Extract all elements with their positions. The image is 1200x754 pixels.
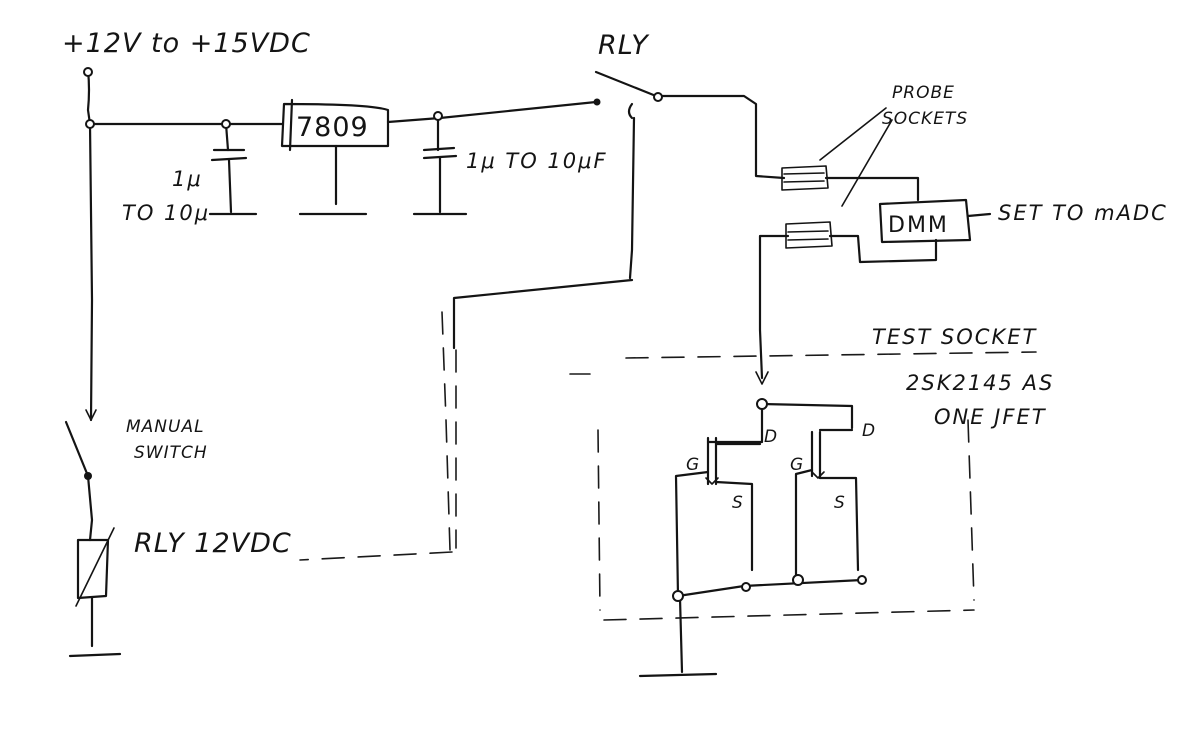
bus-node-3 [792, 574, 804, 586]
manual-switch-label-2: SWITCH [134, 443, 208, 463]
relay-pivot-node [653, 92, 663, 102]
switch-node [84, 472, 92, 480]
capacitor-left [208, 122, 258, 216]
cap-left-label-1: 1μ [172, 167, 203, 191]
dmm-note-label: SET TO mADC [998, 201, 1168, 225]
relay-coil [68, 527, 122, 658]
regulator-label: 7809 [296, 112, 369, 143]
dmm-meter [878, 198, 992, 244]
probe-label-2: SOCKETS [882, 109, 968, 129]
supply-label: +12V to +15VDC [62, 28, 311, 59]
test-socket-outline [569, 351, 1037, 621]
regulator-7809 [280, 98, 390, 216]
probe-sockets [781, 107, 938, 264]
pin-d-left: D [764, 427, 778, 447]
drain-feed [706, 234, 854, 444]
manual-switch-label-1: MANUAL [126, 417, 205, 437]
probe-label-1: PROBE [892, 83, 955, 103]
dmm-label: DMM [888, 213, 949, 238]
bus-node-4 [857, 575, 867, 585]
pin-g-left: G [686, 455, 700, 475]
pin-s-right: S [834, 493, 846, 513]
jfet-left [674, 436, 762, 598]
relay-coil-label: RLY 12VDC [134, 528, 292, 559]
pin-g-right: G [790, 455, 804, 475]
manual-switch [64, 409, 97, 542]
device-label-2: ONE JFET [934, 405, 1047, 429]
pin-d-right: D [862, 421, 876, 441]
relay-mechanical-link [299, 311, 457, 561]
capacitor-right [412, 114, 468, 216]
socket-drain-node [756, 398, 768, 410]
test-socket-label: TEST SOCKET [872, 325, 1037, 349]
junction-node-left [85, 119, 95, 129]
cap-right-label: 1μ TO 10μF [466, 149, 608, 173]
relay-contact [452, 70, 786, 350]
cap-right-node [433, 111, 443, 121]
relay-contact-node-left [593, 98, 601, 106]
bus-node-2 [741, 582, 751, 592]
bus-node-1 [672, 590, 684, 602]
relay-contact-label: RLY [598, 30, 650, 61]
cap-left-node [221, 119, 231, 129]
pin-s-left: S [732, 493, 744, 513]
cap-left-label-2: TO 10μ [122, 201, 210, 225]
device-label-1: 2SK2145 AS [906, 371, 1054, 395]
supply-terminal-node [83, 67, 93, 77]
jfet-right [794, 428, 860, 578]
